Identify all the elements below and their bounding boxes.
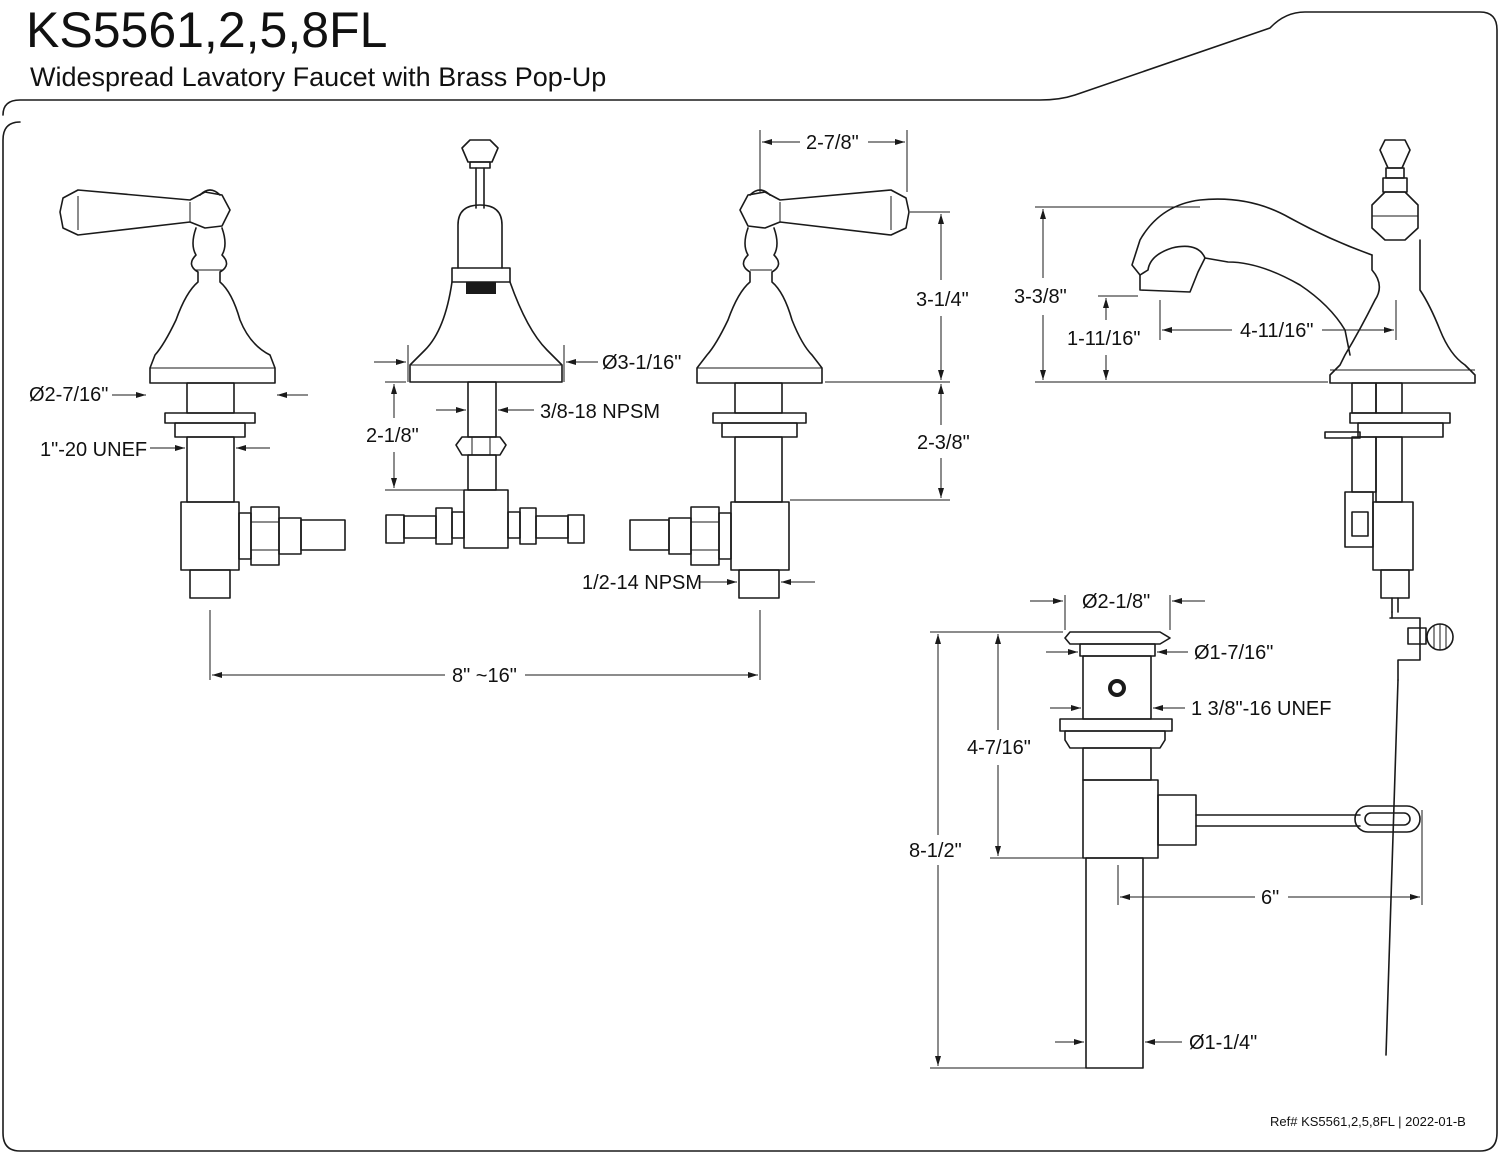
dim-drain-top-diameter: Ø1-7/16" [1194,642,1273,664]
dim-handle-shank: 2-3/8" [917,432,970,454]
dim-aerator-height: 1-11/16" [1067,328,1140,350]
dimension-lines [112,130,1423,1069]
pop-up-drain [1059,631,1421,1069]
dim-spout-reach: 4-11/16" [1240,320,1313,342]
dim-drain-flange-diameter: Ø2-1/8" [1082,591,1150,613]
dim-handle-thread: 1"-20 UNEF [40,439,147,461]
dim-spout-thread: 3/8-18 NPSM [540,401,660,423]
dim-flange-diameter: Ø2-7/16" [29,384,108,406]
dim-spout-shank: 2-1/8" [366,425,419,447]
dim-inlet-thread: 1/2-14 NPSM [582,572,702,594]
reference-number: Ref# KS5561,2,5,8FL | 2022-01-B [1270,1114,1466,1129]
dim-tailpiece-diameter: Ø1-1/4" [1189,1032,1257,1054]
left-handle-valve [59,189,346,599]
dim-spread: 8" ~16" [452,665,517,687]
dim-lift-rod-reach: 6" [1261,887,1279,909]
model-number: KS5561,2,5,8FL [26,2,387,58]
center-spout-front [385,139,585,549]
dim-drain-thread: 1 3/8"-16 UNEF [1191,698,1332,720]
dim-spout-height: 3-3/8" [1014,286,1067,308]
dim-drain-body-height: 4-7/16" [967,737,1031,759]
product-subtitle: Widespread Lavatory Faucet with Brass Po… [30,62,606,92]
dim-handle-width: 2-7/8" [806,132,859,154]
dim-drain-total-height: 8-1/2" [909,840,962,862]
sheet-border [2,11,1498,1152]
dim-spout-diameter: Ø3-1/16" [602,352,681,374]
right-handle-valve [629,189,910,599]
spout-side-view [1131,139,1476,1056]
dim-handle-height: 3-1/4" [916,289,969,311]
